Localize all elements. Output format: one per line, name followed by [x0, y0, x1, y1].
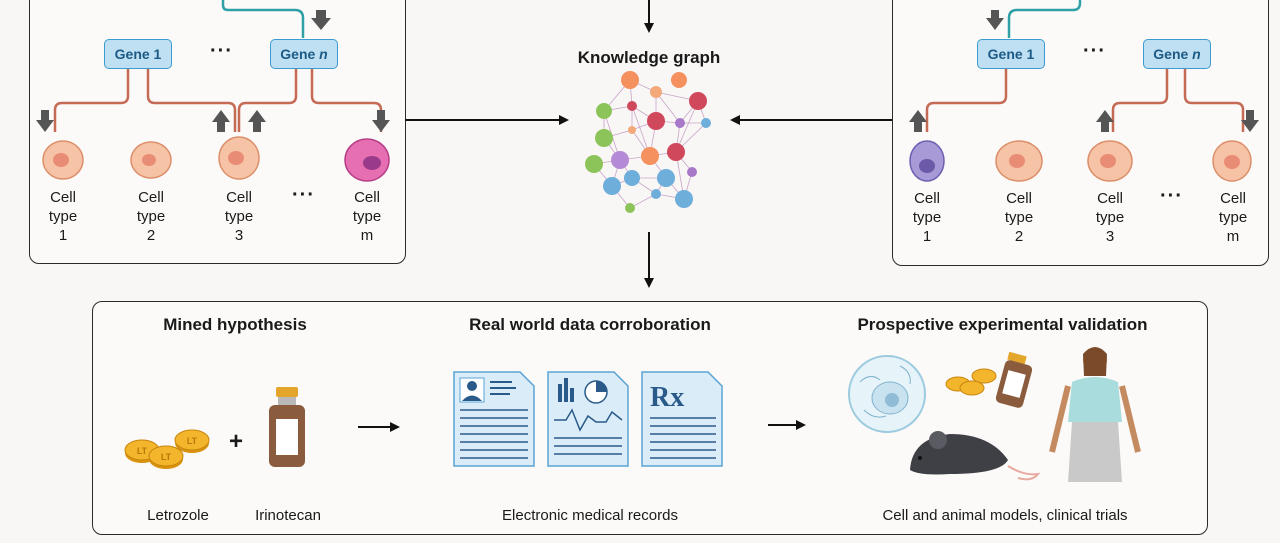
- process-arrows: [358, 420, 806, 432]
- electronic-medical-records-icons: Rx: [453, 371, 723, 467]
- gene1-branch-left: [53, 68, 130, 132]
- gene-n-box: Gene n: [270, 39, 338, 69]
- prescription-icon: Rx: [641, 371, 723, 467]
- graph-node: [651, 189, 661, 199]
- gene-ellipsis: ···: [1083, 40, 1106, 62]
- down-arrow-icon: [1241, 110, 1259, 132]
- gene-n-box: Gene n: [1143, 39, 1211, 69]
- section-title-real-world-data: Real world data corroboration: [469, 315, 711, 334]
- patient-record-icon: [453, 371, 535, 467]
- pill-label: LT: [137, 446, 148, 456]
- flow-arrows: [405, 0, 892, 288]
- gene1-branch-right: [146, 68, 237, 132]
- right-cells: [909, 140, 1252, 182]
- graph-node: [671, 72, 687, 88]
- left-cells: [42, 136, 390, 182]
- graph-node: [647, 112, 665, 130]
- graph-node: [675, 190, 693, 208]
- plus-sign: +: [228, 428, 243, 455]
- graph-node: [657, 169, 675, 187]
- up-arrow-icon: [248, 110, 266, 132]
- graph-node: [624, 170, 640, 186]
- knowledge-graph-network: [585, 71, 711, 213]
- section-title-mined-hypothesis: Mined hypothesis: [163, 315, 307, 334]
- graph-node: [603, 177, 621, 195]
- analytics-report-icon: [547, 371, 629, 467]
- genen-branch-right: [1183, 68, 1245, 132]
- irinotecan-caption: Irinotecan: [255, 507, 321, 524]
- graph-node: [611, 151, 629, 169]
- graph-node: [675, 118, 685, 128]
- graph-node: [667, 143, 685, 161]
- down-arrow-icon: [372, 110, 390, 132]
- cell-icon: [42, 140, 84, 180]
- graph-node: [621, 71, 639, 89]
- graph-node: [701, 118, 711, 128]
- cell-icon: [1212, 140, 1252, 182]
- cell-icon: [344, 138, 390, 182]
- down-arrow-icon: [986, 10, 1004, 30]
- graph-node: [625, 203, 635, 213]
- letrozole-caption: Letrozole: [147, 507, 209, 524]
- genen-branch-left: [1111, 68, 1169, 132]
- gene-1-box: Gene 1: [104, 39, 172, 69]
- cell-icon: [1087, 140, 1133, 182]
- section-title-prospective-validation: Prospective experimental validation: [857, 315, 1148, 334]
- human-figure-icon: [1049, 347, 1141, 482]
- down-arrow-icon: [36, 110, 54, 132]
- left-connectors: [36, 0, 390, 132]
- graph-node: [687, 167, 697, 177]
- graph-node: [650, 86, 662, 98]
- down-arrow-icon: [311, 10, 331, 30]
- cell-icon: [130, 141, 172, 179]
- graph-node: [627, 101, 637, 111]
- pill-label: LT: [161, 452, 172, 462]
- pill-label: LT: [187, 436, 198, 446]
- rx-symbol: Rx: [650, 382, 684, 413]
- right-connectors: [909, 0, 1259, 132]
- genen-branch-right: [310, 68, 383, 132]
- mouse-icon: [910, 431, 1041, 481]
- cell-ellipsis: ···: [1160, 185, 1183, 207]
- cell-ellipsis: ···: [292, 184, 315, 206]
- up-arrow-icon: [909, 110, 927, 132]
- gene-ellipsis: ···: [210, 40, 233, 62]
- gene1-branch: [925, 68, 1008, 132]
- graph-node: [595, 129, 613, 147]
- gene-1-box: Gene 1: [977, 39, 1045, 69]
- pills-icon: [945, 368, 997, 396]
- up-arrow-icon: [212, 110, 230, 132]
- teal-connector: [221, 0, 305, 38]
- graph-node: [628, 126, 636, 134]
- teal-connector: [1007, 0, 1082, 38]
- graph-node: [641, 147, 659, 165]
- irinotecan-vial-icon: [269, 387, 305, 467]
- genen-branch-left: [237, 68, 298, 132]
- up-arrow-icon: [1096, 110, 1114, 132]
- cell-icon: [995, 140, 1043, 182]
- graph-node: [585, 155, 603, 173]
- cell-icon: [909, 140, 945, 182]
- cell-icon: [218, 136, 260, 180]
- medical-records-caption: Electronic medical records: [502, 507, 678, 524]
- vial-icon: [995, 351, 1033, 408]
- cell-microscopy-icon: [848, 355, 926, 433]
- graph-node: [596, 103, 612, 119]
- knowledge-graph-title: Knowledge graph: [577, 48, 721, 67]
- letrozole-pills-icon: LT LT LT: [124, 429, 210, 469]
- validation-illustrations: [848, 347, 1141, 482]
- graph-node: [689, 92, 707, 110]
- validation-caption: Cell and animal models, clinical trials: [882, 507, 1128, 524]
